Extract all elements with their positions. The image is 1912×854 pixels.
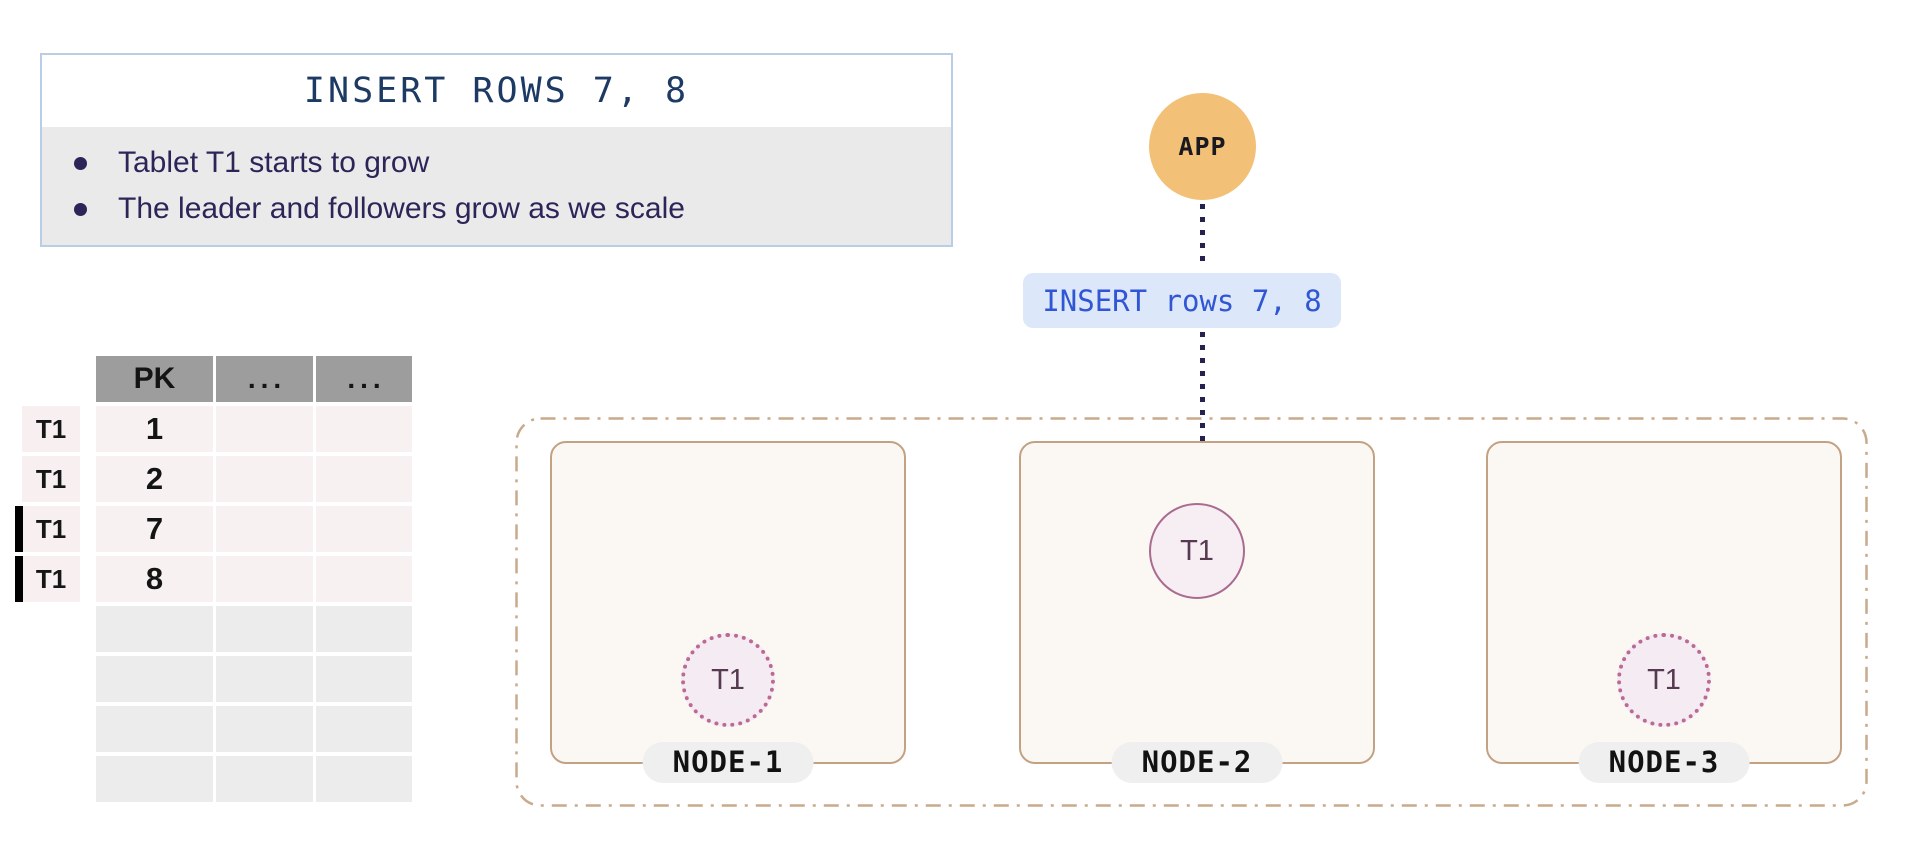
table-header-cell: ... bbox=[316, 356, 412, 402]
table-cell-empty bbox=[316, 756, 412, 802]
bullet-text: The leader and followers grow as we scal… bbox=[118, 192, 685, 225]
table-cell-pk: 1 bbox=[96, 406, 213, 452]
info-box-bullet-list: Tablet T1 starts to grow The leader and … bbox=[42, 127, 951, 245]
table-cell-pk: 2 bbox=[96, 456, 213, 502]
node-label: NODE-1 bbox=[642, 742, 814, 783]
table-cell-empty bbox=[216, 756, 313, 802]
bullet-item: The leader and followers grow as we scal… bbox=[42, 192, 951, 226]
tablet-circle-follower: T1 bbox=[1617, 633, 1711, 727]
tablet-circle-follower: T1 bbox=[681, 633, 775, 727]
table-cell bbox=[216, 556, 313, 602]
bullet-dot-icon bbox=[74, 156, 87, 170]
request-arrow-line bbox=[1200, 332, 1205, 474]
info-box-title: INSERT ROWS 7, 8 bbox=[303, 71, 690, 111]
tablet-tag: T1 bbox=[22, 456, 80, 502]
request-label: INSERT rows 7, 8 bbox=[1023, 273, 1341, 328]
tablet-tag-column: T1 T1 T1 T1 bbox=[22, 406, 80, 602]
table-cell-empty bbox=[96, 656, 213, 702]
node-box-1: T1 NODE-1 bbox=[550, 441, 906, 783]
inserted-row-marker bbox=[15, 506, 23, 552]
node-label: NODE-2 bbox=[1111, 742, 1283, 783]
table-header-cell: ... bbox=[216, 356, 313, 402]
tablet-tag: T1 bbox=[22, 406, 80, 452]
data-table: PK ... ... 1 2 7 8 bbox=[96, 356, 412, 802]
table-cell-pk: 8 bbox=[96, 556, 213, 602]
table-cell bbox=[316, 556, 412, 602]
table-cell bbox=[216, 506, 313, 552]
tablet-circle-leader: T1 bbox=[1149, 503, 1245, 599]
table-header-cell: PK bbox=[96, 356, 213, 402]
table-cell-empty bbox=[216, 606, 313, 652]
request-arrow-line bbox=[1200, 204, 1205, 268]
node-label: NODE-3 bbox=[1578, 742, 1750, 783]
table-cell bbox=[216, 406, 313, 452]
table-cell bbox=[316, 406, 412, 452]
node-box-3: T1 NODE-3 bbox=[1486, 441, 1842, 783]
node-box-2: T1 NODE-2 bbox=[1019, 441, 1375, 783]
bullet-dot-icon bbox=[74, 202, 87, 216]
tablet-tag: T1 bbox=[22, 506, 80, 552]
table-cell-empty bbox=[96, 706, 213, 752]
table-cell-empty bbox=[96, 756, 213, 802]
tablet-tag: T1 bbox=[22, 556, 80, 602]
table-cell-empty bbox=[216, 656, 313, 702]
table-cell bbox=[316, 456, 412, 502]
bullet-text: Tablet T1 starts to grow bbox=[118, 146, 430, 179]
table-cell-empty bbox=[316, 656, 412, 702]
table-cell-pk: 7 bbox=[96, 506, 213, 552]
bullet-item: Tablet T1 starts to grow bbox=[42, 146, 951, 180]
table-cell bbox=[316, 506, 412, 552]
table-cell-empty bbox=[96, 606, 213, 652]
cluster-boundary bbox=[515, 417, 1868, 807]
table-cell-empty bbox=[316, 706, 412, 752]
table-cell-empty bbox=[316, 606, 412, 652]
inserted-row-marker bbox=[15, 556, 23, 602]
table-cell bbox=[216, 456, 313, 502]
info-box: INSERT ROWS 7, 8 Tablet T1 starts to gro… bbox=[40, 53, 953, 247]
table-cell-empty bbox=[216, 706, 313, 752]
app-node: APP bbox=[1149, 93, 1256, 200]
